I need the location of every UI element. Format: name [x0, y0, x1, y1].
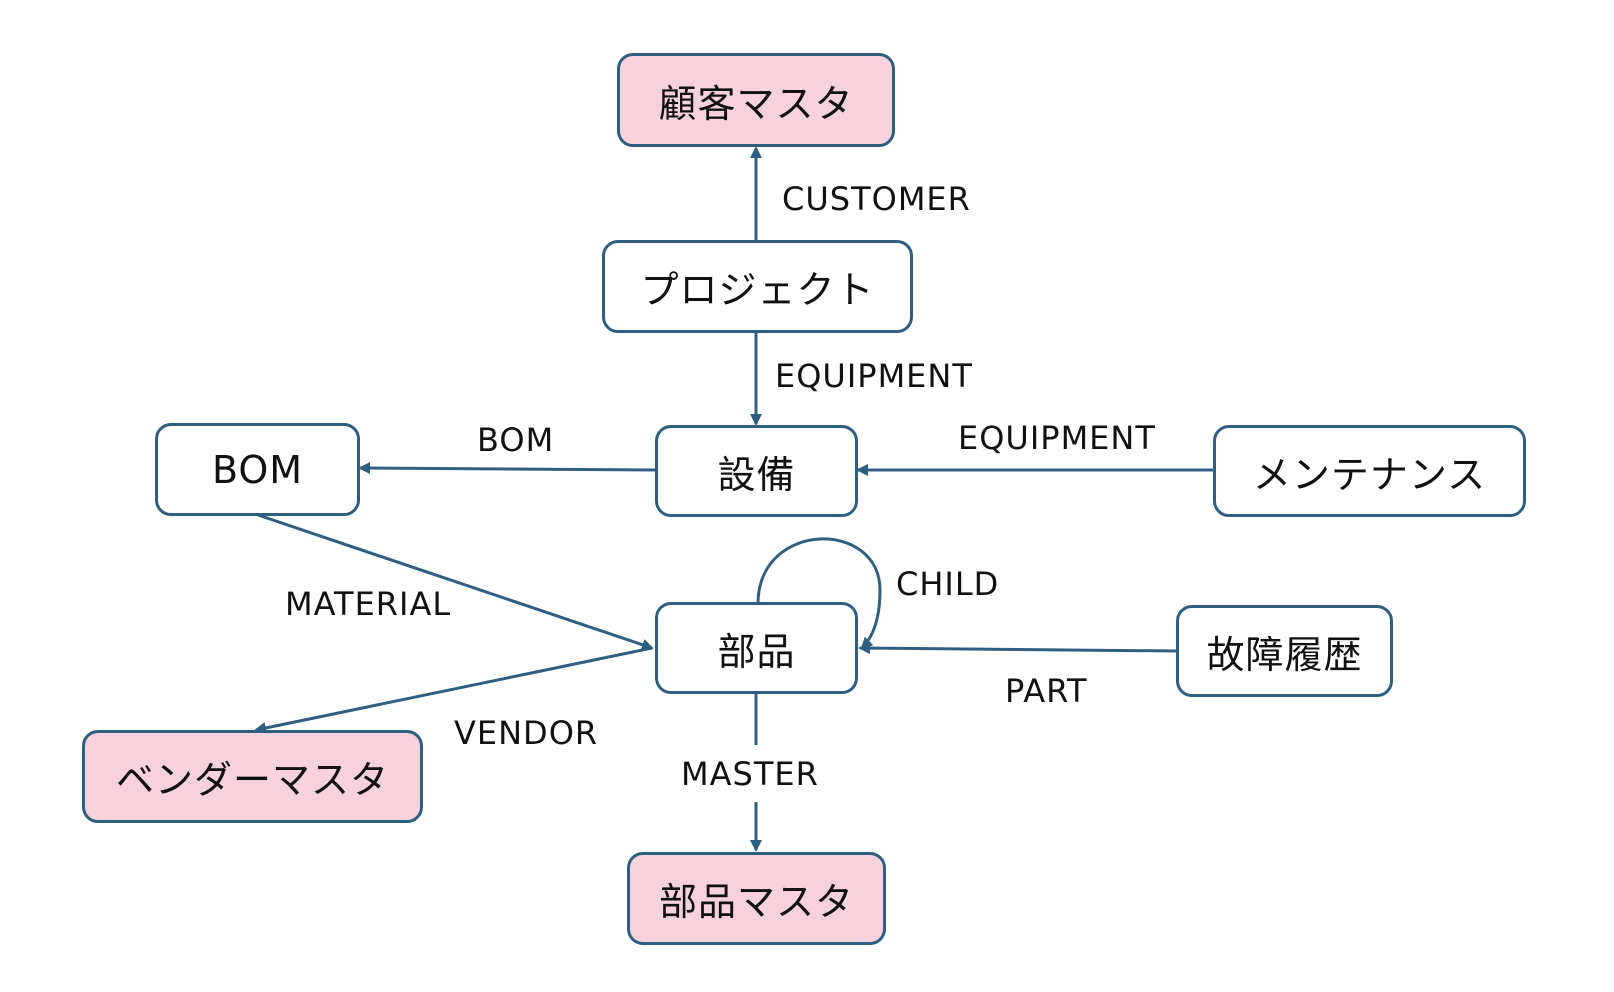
edge-label-customer: CUSTOMER: [782, 180, 971, 218]
edge-child: [756, 537, 882, 650]
node-vendor-master[interactable]: ベンダーマスタ: [82, 730, 423, 823]
node-part-master[interactable]: 部品マスタ: [627, 852, 886, 945]
edge-label-part: PART: [1005, 672, 1088, 710]
edge-label-material: MATERIAL: [285, 585, 452, 623]
edge-material: [257, 513, 654, 651]
node-part[interactable]: 部品: [655, 602, 858, 694]
node-label: BOM: [211, 447, 304, 492]
node-label: 部品マスタ: [658, 880, 854, 924]
edge-bom: [358, 462, 656, 475]
node-label: 顧客マスタ: [658, 81, 854, 126]
edge-label-master: MASTER: [681, 755, 819, 793]
node-bom[interactable]: BOM: [155, 423, 360, 516]
edge-label-child: CHILD: [896, 565, 1000, 603]
node-maintenance[interactable]: メンテナンス: [1213, 425, 1526, 517]
edge-label-vendor: VENDOR: [454, 714, 599, 752]
edge-label-maintenance-equipment: EQUIPMENT: [958, 419, 1156, 457]
node-label: 故障履歴: [1206, 632, 1363, 677]
node-project[interactable]: プロジェクト: [602, 240, 913, 333]
node-equipment[interactable]: 設備: [655, 425, 858, 517]
node-label: 部品: [717, 629, 796, 674]
node-label: 設備: [717, 452, 796, 497]
node-label: プロジェクト: [640, 268, 875, 312]
node-label: ベンダーマスタ: [115, 758, 389, 802]
node-failure-history[interactable]: 故障履歴: [1176, 605, 1393, 697]
edge-label-project-equipment: EQUIPMENT: [775, 357, 973, 395]
node-label: メンテナンス: [1252, 452, 1487, 497]
node-customer-master[interactable]: 顧客マスタ: [617, 53, 895, 147]
edge-vendor: [254, 646, 653, 734]
edge-label-bom: BOM: [477, 421, 555, 459]
edge-part: [858, 642, 1177, 655]
